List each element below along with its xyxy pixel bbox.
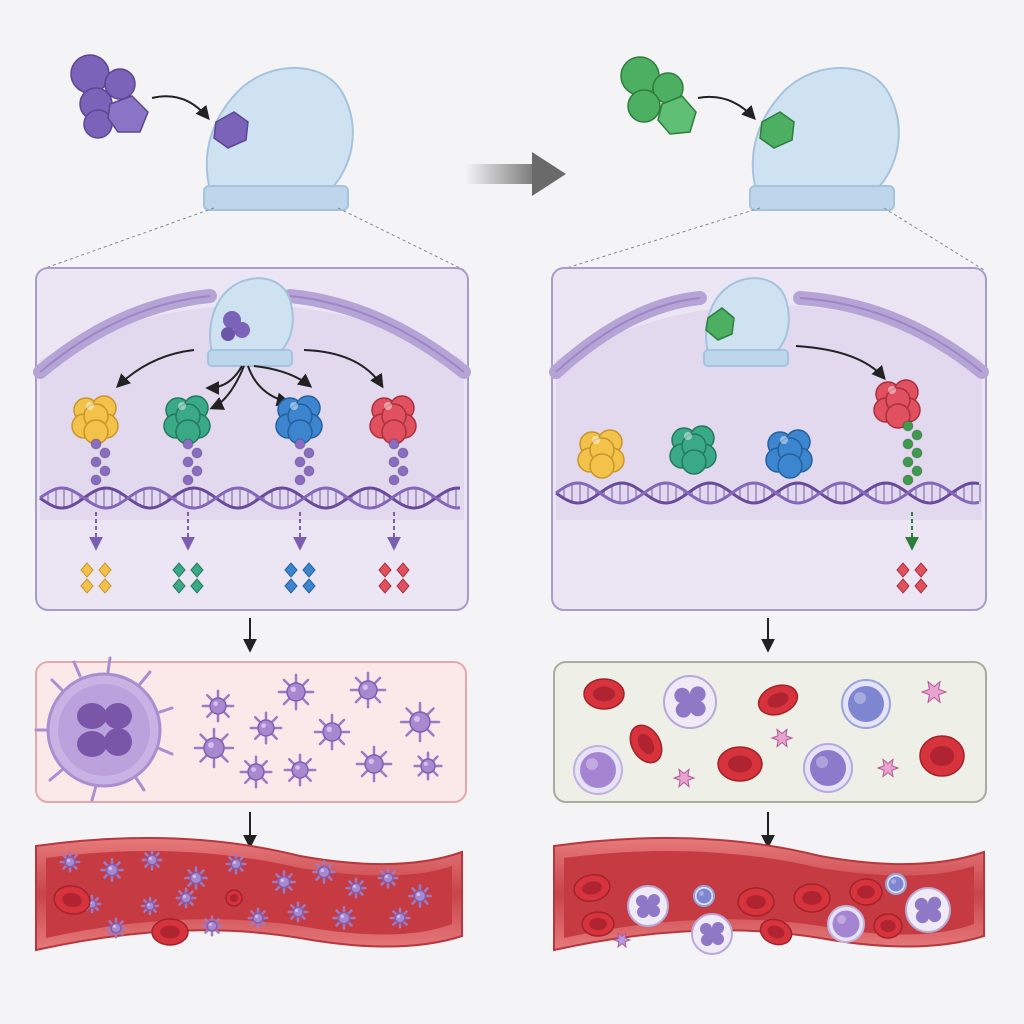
red-blood-cell bbox=[759, 918, 793, 946]
zoom-lines bbox=[39, 207, 985, 271]
platelet bbox=[313, 713, 351, 751]
red-blood-cell bbox=[757, 684, 799, 716]
platelet bbox=[408, 884, 432, 908]
platelet bbox=[672, 768, 696, 788]
megakaryocyte bbox=[34, 656, 174, 802]
tf-red-right bbox=[873, 379, 921, 429]
dna-binding-chain bbox=[388, 438, 409, 486]
red-blood-cell bbox=[793, 883, 831, 913]
dna-binding-chain bbox=[902, 420, 923, 486]
platelet bbox=[770, 728, 794, 748]
platelet bbox=[377, 867, 399, 889]
dna-binding-chain bbox=[182, 438, 203, 486]
dna-binding-chain bbox=[90, 438, 111, 486]
right-receptor bbox=[749, 66, 900, 211]
dna-binding-chain bbox=[294, 438, 315, 486]
gene-product-yellow bbox=[80, 562, 112, 594]
platelet bbox=[141, 849, 163, 871]
right-signaling-arrow bbox=[795, 345, 886, 381]
platelet bbox=[100, 858, 124, 882]
red-blood-cell bbox=[151, 918, 189, 946]
neutrophil bbox=[691, 913, 733, 955]
red-blood-cell bbox=[737, 887, 775, 917]
red-blood-cell bbox=[53, 885, 91, 915]
lymphocyte bbox=[827, 905, 865, 943]
platelet bbox=[612, 931, 632, 949]
lymphocyte bbox=[803, 743, 853, 793]
tf-yellow-left bbox=[71, 395, 119, 445]
lymphocyte bbox=[885, 873, 907, 895]
platelet bbox=[201, 915, 223, 937]
platelet bbox=[249, 711, 283, 745]
right-membrane-receptor bbox=[703, 277, 790, 367]
lymphocyte bbox=[573, 745, 623, 795]
platelet bbox=[59, 851, 81, 873]
binding-arrow-right bbox=[697, 95, 756, 121]
red-blood-cell bbox=[873, 913, 903, 939]
platelet bbox=[399, 701, 441, 743]
platelet bbox=[272, 870, 296, 894]
platelet bbox=[175, 887, 197, 909]
platelet bbox=[345, 877, 367, 899]
tf-teal-left bbox=[163, 395, 211, 445]
platelet bbox=[140, 896, 160, 916]
left-membrane-receptor bbox=[207, 277, 294, 367]
tf-blue-left bbox=[275, 395, 323, 445]
gene-product-red bbox=[378, 562, 410, 594]
red-blood-cell bbox=[583, 678, 625, 710]
right-cell-panel bbox=[549, 267, 989, 611]
neutrophil bbox=[905, 887, 951, 933]
platelet bbox=[920, 680, 948, 704]
platelet bbox=[277, 673, 315, 711]
platelet bbox=[332, 906, 356, 930]
left-blood-vessel bbox=[35, 837, 463, 952]
lymphocyte bbox=[841, 679, 891, 729]
platelet bbox=[225, 853, 247, 875]
binding-arrow-left bbox=[151, 95, 210, 121]
red-blood-cell bbox=[573, 874, 611, 902]
left-receptor bbox=[203, 66, 354, 211]
platelet bbox=[201, 689, 235, 723]
platelet bbox=[283, 753, 317, 787]
neutrophil bbox=[627, 885, 669, 927]
platelet bbox=[239, 755, 273, 789]
tf-yellow-right bbox=[577, 429, 625, 479]
red-blood-cell bbox=[919, 735, 965, 777]
neutrophil bbox=[663, 675, 717, 729]
platelet bbox=[247, 907, 269, 929]
red-blood-cell bbox=[225, 889, 243, 907]
tf-red-left bbox=[369, 395, 417, 445]
red-blood-cell bbox=[629, 724, 663, 764]
green-ligand bbox=[620, 56, 697, 135]
platelet bbox=[389, 907, 411, 929]
red-blood-cell bbox=[717, 746, 763, 782]
right-dna-helix bbox=[555, 481, 981, 505]
platelet bbox=[349, 671, 387, 709]
platelet bbox=[876, 758, 900, 778]
platelet bbox=[105, 917, 127, 939]
left-cell-panel bbox=[33, 267, 471, 611]
platelet bbox=[193, 727, 235, 769]
platelet bbox=[287, 901, 309, 923]
lymphocyte bbox=[693, 885, 715, 907]
platelet bbox=[184, 866, 208, 890]
tf-teal-right bbox=[669, 425, 717, 475]
platelet bbox=[413, 751, 443, 781]
purple-ligand bbox=[70, 54, 149, 139]
platelet bbox=[312, 860, 336, 884]
gray-arrow-icon bbox=[466, 152, 566, 196]
platelet bbox=[355, 745, 393, 783]
gene-product-teal bbox=[172, 562, 204, 594]
gene-product-red bbox=[896, 562, 928, 594]
left-dna-helix bbox=[39, 486, 461, 510]
red-blood-cell bbox=[849, 878, 883, 906]
red-blood-cell bbox=[581, 911, 615, 937]
tf-blue-right bbox=[765, 429, 813, 479]
down-arrow-icon bbox=[243, 618, 775, 849]
gene-product-blue bbox=[284, 562, 316, 594]
